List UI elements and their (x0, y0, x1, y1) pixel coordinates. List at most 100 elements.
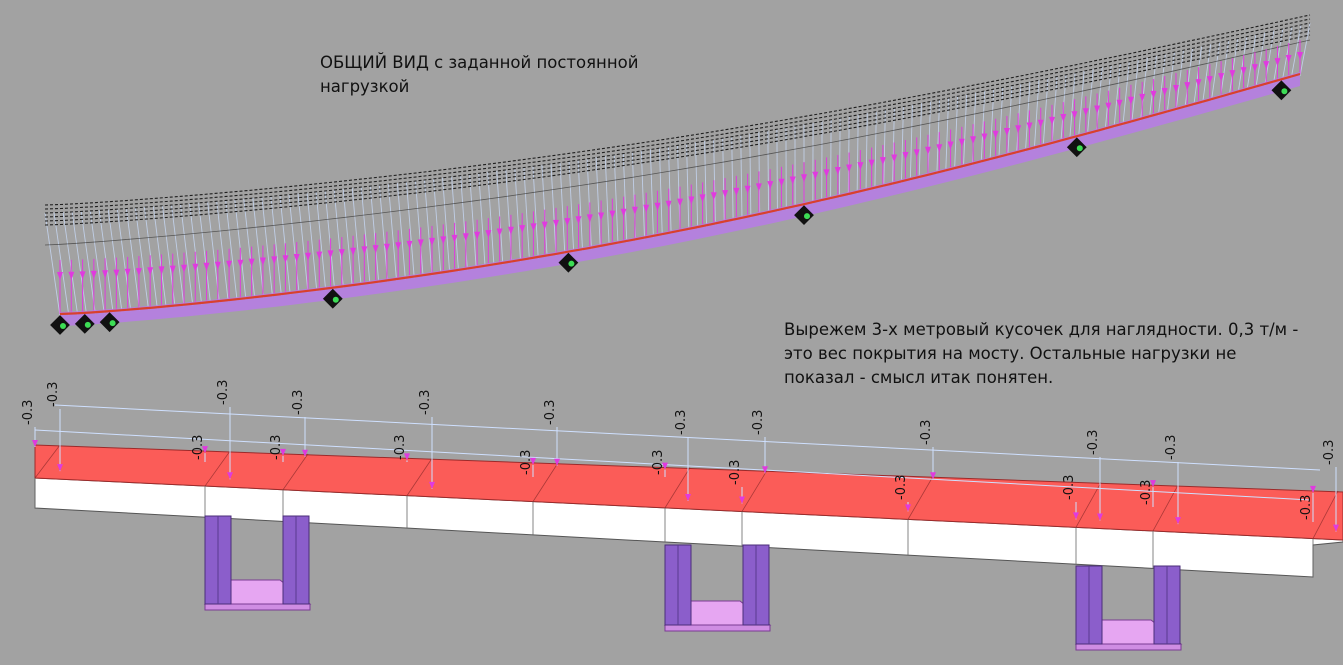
deck-division (1075, 482, 1102, 528)
load-arrow-head (744, 185, 751, 194)
load-arrow-head (654, 202, 661, 211)
wire-vertical (433, 178, 442, 275)
load-symbol-band (44, 30, 1311, 222)
load-arrow-head (1195, 79, 1202, 88)
load-value-label: -0.3 (393, 435, 408, 460)
load-arrow-head (1037, 119, 1044, 128)
load-arrow-head (1127, 96, 1134, 105)
load-value-label: -0.3 (216, 380, 231, 405)
load-arrow-head (891, 154, 898, 163)
wire-vertical (892, 108, 895, 186)
load-arrow-head (930, 472, 936, 480)
load-arrow-head (789, 176, 796, 185)
load-arrow-head (169, 265, 176, 274)
load-arrow-head (1073, 512, 1079, 520)
wire-vertical (1042, 78, 1049, 148)
load-arrow-head (958, 138, 965, 147)
wire-vertical (107, 209, 123, 313)
wire-vertical (767, 130, 770, 215)
wire-vertical (550, 163, 557, 256)
wire-vertical (198, 202, 212, 305)
wire-vertical (369, 186, 380, 284)
load-arrow-head (316, 251, 323, 260)
load-arrow-head (530, 457, 536, 465)
wire-vertical (351, 188, 362, 287)
load-value-label: -0.3 (674, 410, 689, 435)
wire-vertical (252, 198, 265, 299)
load-arrow-head (685, 493, 691, 501)
wire-vertical (478, 173, 486, 268)
load-arrow-head (554, 458, 560, 466)
wire-vertical (740, 135, 743, 220)
load-arrow-head (564, 218, 571, 227)
wire-vertical (559, 162, 566, 255)
load-symbol-band (44, 34, 1311, 226)
wire-vertical (442, 177, 451, 274)
wire-vertical (143, 207, 158, 310)
load-arrow-head (643, 204, 650, 213)
wire-vertical (1210, 42, 1221, 102)
wire-vertical (998, 87, 1004, 159)
wire-vertical (989, 89, 995, 162)
wire-vertical (98, 210, 114, 313)
wire-vertical (962, 94, 968, 168)
load-arrow-head (598, 212, 605, 221)
load-arrow-head (1049, 116, 1055, 125)
load-symbol-band (44, 14, 1311, 206)
load-arrow-head (158, 266, 165, 275)
load-value-label: -0.3 (1086, 430, 1101, 455)
wire-vertical (838, 118, 841, 199)
wire-vertical (180, 204, 194, 306)
load-arrow-head (1297, 52, 1303, 60)
load-arrow-head (812, 171, 819, 180)
load-arrow-head (1150, 90, 1157, 99)
load-arrow-head (383, 243, 390, 252)
wire-vertical (649, 149, 654, 238)
load-value-label: -0.3 (1299, 495, 1314, 520)
load-value-label: -0.3 (1322, 440, 1337, 465)
load-arrow-head (1206, 76, 1213, 85)
load-arrow-head (767, 181, 774, 190)
support-node (322, 288, 343, 309)
wire-vertical (1281, 26, 1293, 82)
wire-vertical (1033, 80, 1040, 150)
load-arrow-head (226, 260, 233, 269)
load-arrow-head (282, 255, 289, 264)
support-node-mark (1281, 88, 1288, 95)
load-arrow-head (429, 481, 435, 489)
load-arrow-head (1251, 64, 1258, 73)
bridge-detail-segment (32, 404, 1343, 651)
load-symbol-band (44, 26, 1311, 218)
wire-vertical (134, 207, 150, 311)
load-arrow-head (913, 149, 920, 158)
load-arrow-head (541, 221, 548, 230)
load-value-label: -0.3 (543, 400, 558, 425)
pier-footing-edge (1075, 643, 1182, 651)
wire-vertical (1228, 38, 1239, 97)
load-arrow-head (338, 249, 345, 258)
load-arrow-head (530, 223, 537, 232)
support-node-mark (60, 323, 66, 329)
load-arrow-head (350, 247, 357, 256)
load-arrow-head (823, 169, 830, 178)
support-node-mark (109, 320, 116, 327)
load-arrow-head (1097, 513, 1103, 521)
load-value-label: -0.3 (1139, 480, 1154, 505)
load-value-label: -0.3 (418, 390, 433, 415)
wire-vertical (243, 198, 256, 300)
wire-vertical (523, 167, 530, 261)
load-arrow-head (1229, 70, 1236, 79)
wire-vertical (900, 106, 904, 184)
deck-division (664, 467, 691, 509)
load-arrow-head (293, 254, 300, 262)
wire-vertical (1272, 28, 1284, 84)
detail-caption: Вырежем 3-х метровый кусочек для наглядн… (784, 320, 1299, 387)
load-arrow-head (553, 219, 559, 228)
wire-vertical (865, 113, 868, 192)
wire-vertical (856, 114, 859, 194)
wire-vertical (1051, 76, 1058, 145)
wire-vertical (261, 197, 274, 298)
wire-vertical (749, 133, 752, 218)
load-arrow-head (1116, 99, 1123, 108)
